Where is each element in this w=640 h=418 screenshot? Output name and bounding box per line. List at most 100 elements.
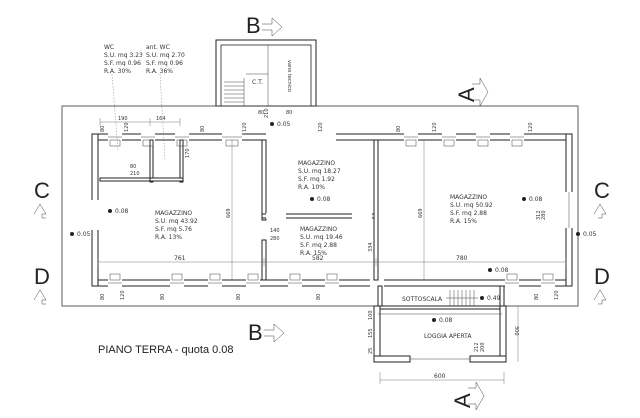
op-80-s1: 80: [100, 294, 106, 300]
vano-tecnico-label: vano tecnico: [286, 60, 292, 92]
level-marker: 0.49: [480, 295, 501, 302]
svg-text:D: D: [34, 264, 50, 289]
level-markers: 0.05 0.05 0.05 0.08 0.08 0.08 0.08 0.08: [70, 121, 597, 324]
section-marker-c-left: C: [33, 178, 50, 219]
op-80-s5: 80: [534, 294, 540, 300]
op-312: 312: [536, 210, 542, 220]
stair-tower: C.T. vano tecnico 80 210 80: [215, 39, 317, 118]
room-wc: WC S.U. mq 3.23 S.F. mq 0.96 R.A. 30%: [104, 44, 143, 151]
antwc-name: ant. WC: [146, 44, 170, 51]
mag4-su: S.U. mq 50.92: [450, 202, 493, 209]
section-marker-b-top: B: [246, 13, 283, 38]
op-140: 140: [270, 228, 280, 234]
dim-300: 300: [513, 326, 519, 336]
antwc-ra: R.A. 36%: [146, 68, 173, 75]
mag4-ra: R.A. 15%: [450, 218, 477, 225]
svg-text:C: C: [34, 178, 50, 203]
dim-761: 761: [174, 255, 186, 262]
svg-text:0.08: 0.08: [529, 196, 543, 203]
loggia-opening-200: 200: [480, 342, 486, 352]
wc-ra: R.A. 30%: [104, 68, 131, 75]
dim-334: 334: [368, 242, 374, 252]
dim-170: 170: [185, 148, 191, 158]
dim-669-right: 669: [418, 208, 424, 218]
op-80-s4: 80: [316, 294, 322, 300]
mag1-name: MAGAZZINO: [155, 210, 192, 217]
section-marker-b-bottom: B: [248, 320, 285, 345]
dim-100: 100: [368, 310, 374, 320]
svg-text:0.08: 0.08: [317, 196, 331, 203]
mag2-sf: S.F. mq 1.92: [298, 176, 335, 183]
mag1-sf: S.F. mq 5.76: [155, 226, 192, 233]
dim-190: 190: [118, 116, 128, 122]
level-marker: 0.08: [522, 196, 543, 203]
section-marker-d-left: D: [33, 264, 50, 305]
op-80-2: 80: [200, 126, 206, 132]
op-280: 280: [270, 236, 280, 242]
opening-labels: 80 120 80 120 120 80 120 120 140 280 80 …: [100, 122, 560, 300]
section-marker-c-right: C: [593, 178, 610, 219]
tower-opening-80: 80: [258, 110, 264, 116]
section-marker-a-top: A: [454, 77, 489, 107]
sottoscala-label: SOTTOSCALA: [402, 296, 443, 303]
svg-text:0.05: 0.05: [277, 121, 291, 128]
loggia: SOTTOSCALA LOGGIA APERTA 600 300 155 25 …: [368, 296, 519, 384]
wc-name: WC: [104, 44, 114, 51]
svg-text:B: B: [246, 13, 261, 38]
level-marker: 0.05: [270, 121, 291, 128]
mag4-sf: S.F. mq 2.88: [450, 210, 487, 217]
room-magazzino-3: MAGAZZINO S.U. mq 19.46 S.F. mq 2.88 R.A…: [300, 226, 343, 257]
plan-title: PIANO TERRA - quota 0.08: [98, 344, 234, 356]
svg-text:0.08: 0.08: [115, 208, 129, 215]
svg-text:0.49: 0.49: [487, 295, 501, 302]
section-marker-d-right: D: [593, 264, 610, 305]
op-80-3: 80: [396, 126, 402, 132]
room-ant-wc: ant. WC S.U. mq 2.70 S.F. mq 0.96 R.A. 3…: [146, 44, 185, 161]
dim-780: 780: [456, 255, 468, 262]
op-120-s1: 120: [120, 290, 126, 300]
dim-669-left: 669: [226, 208, 232, 218]
svg-text:B: B: [248, 320, 263, 345]
dim-25: 25: [368, 348, 374, 354]
svg-text:0.05: 0.05: [583, 231, 597, 238]
svg-text:0.08: 0.08: [439, 317, 453, 324]
svg-text:C: C: [594, 178, 610, 203]
op-80-1: 80: [100, 126, 106, 132]
dim-582: 582: [312, 255, 324, 262]
tower-opening-80b: 80: [286, 110, 292, 116]
svg-text:A: A: [450, 393, 475, 408]
mag1-ra: R.A. 13%: [155, 234, 182, 241]
mag1-su: S.U. mq 43.92: [155, 218, 198, 225]
svg-text:0.05: 0.05: [77, 231, 91, 238]
wc-su: S.U. mq 3.23: [104, 52, 143, 59]
level-marker: 0.05: [70, 231, 91, 238]
op-120-1: 120: [124, 122, 130, 132]
dim-155: 155: [368, 328, 374, 338]
level-marker: 0.08: [310, 196, 331, 203]
level-marker: 0.08: [108, 208, 129, 215]
window-symbols: [109, 139, 554, 281]
mag3-ra: R.A. 15%: [300, 250, 327, 257]
loggia-opening-212: 212: [474, 342, 480, 352]
mag3-su: S.U. mq 19.46: [300, 234, 343, 241]
op-210-wc: 210: [130, 171, 140, 177]
dim-164: 164: [156, 116, 166, 122]
antwc-su: S.U. mq 2.70: [146, 52, 185, 59]
op-120-5: 120: [528, 122, 534, 132]
section-marker-a-bottom: A: [450, 381, 485, 411]
op-120-s5: 120: [554, 290, 560, 300]
mag4-name: MAGAZZINO: [450, 194, 487, 201]
level-marker: 0.05: [576, 231, 597, 238]
room-magazzino-2: MAGAZZINO S.U. mq 18.27 S.F. mq 1.92 R.A…: [298, 160, 341, 191]
room-magazzino-1: MAGAZZINO S.U. mq 43.92 S.F. mq 5.76 R.A…: [155, 210, 198, 241]
mag3-sf: S.F. mq 2.88: [300, 242, 337, 249]
mag2-name: MAGAZZINO: [298, 160, 335, 167]
op-80-wc: 80: [130, 164, 136, 170]
stair-treads: [224, 78, 245, 106]
op-120-2: 120: [242, 122, 248, 132]
sottoscala-treads: [446, 290, 478, 306]
op-120-4: 120: [432, 122, 438, 132]
loggia-label: LOGGIA APERTA: [424, 333, 472, 340]
svg-text:D: D: [594, 264, 610, 289]
